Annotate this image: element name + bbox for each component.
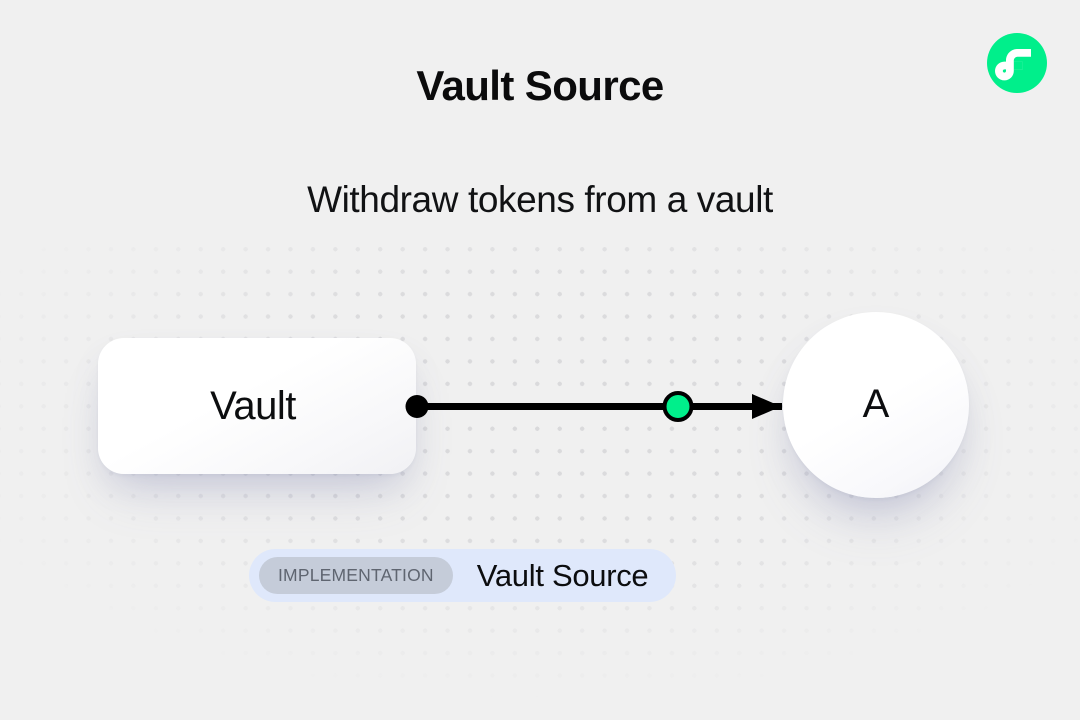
node-a-label: A [862,381,890,426]
page-subtitle: Withdraw tokens from a vault [307,179,773,220]
edge-midpoint-dot[interactable] [662,391,694,422]
page-title: Vault Source [416,62,664,109]
node-vault-label: Vault [210,383,296,428]
node-vault[interactable]: Vault [98,338,416,474]
node-a[interactable]: A [783,312,969,498]
arrow-head-icon [752,394,781,419]
flow-logo-icon [987,33,1047,93]
implementation-name: Vault Source [476,557,649,593]
implementation-kind-chip: IMPLEMENTATION [259,557,453,594]
output-port-dot[interactable] [405,395,429,418]
implementation-badge[interactable]: IMPLEMENTATION Vault Source [249,549,677,602]
